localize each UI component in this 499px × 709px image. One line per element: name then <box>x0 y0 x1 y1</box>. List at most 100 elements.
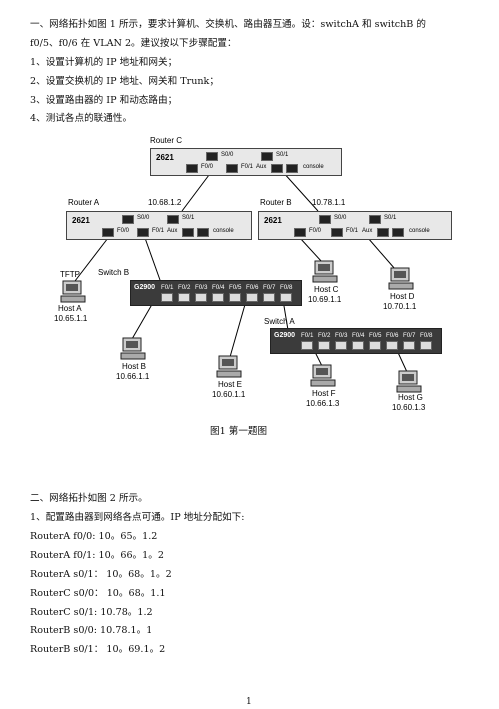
router-b-port-s01: S0/1 <box>384 215 397 221</box>
switch-a-label: Switch A <box>264 317 295 326</box>
host-e-computer-icon <box>216 355 242 378</box>
switch-b: G2900 F0/1 F0/2 F0/3 F0/4 F0/5 F0/6 F0/7… <box>130 280 302 306</box>
switch-b-port-5: F0/5 <box>229 284 242 291</box>
switch-a-port-4: F0/4 <box>352 332 365 339</box>
link-cb-ip: 10.78.1.1 <box>312 198 346 207</box>
host-g-computer-icon <box>396 370 422 393</box>
router-c-port-f01: F0/1 <box>241 164 254 170</box>
switch-b-socket-6 <box>246 293 258 302</box>
host-a-name: Host A <box>58 304 82 313</box>
switch-b-socket-3 <box>195 293 207 302</box>
host-g-ip: 10.60.1.3 <box>392 403 426 412</box>
switch-b-port-8: F0/8 <box>280 284 293 291</box>
switch-a-socket-7 <box>403 341 415 350</box>
router-a-s01-socket <box>167 215 179 224</box>
switch-b-socket-4 <box>212 293 224 302</box>
router-b-port-aux: Aux <box>362 228 373 234</box>
router-a-port-aux: Aux <box>167 228 178 234</box>
host-e-name: Host E <box>218 380 243 389</box>
host-b-name: Host B <box>122 362 147 371</box>
ip-list-item: RouterC s0/0： 10。68。1.1 <box>30 588 166 599</box>
router-a-port-s00: S0/0 <box>137 215 150 221</box>
switch-a-model: G2900 <box>274 332 296 339</box>
host-d-ip: 10.70.1.1 <box>383 302 417 311</box>
switch-a-port-6: F0/6 <box>386 332 399 339</box>
switch-b-port-3: F0/3 <box>195 284 208 291</box>
router-b-port-s00: S0/0 <box>334 215 347 221</box>
ip-list-item: RouterA s0/1： 10。68。1。2 <box>30 569 172 580</box>
switch-a-socket-5 <box>369 341 381 350</box>
switch-b-socket-8 <box>280 293 292 302</box>
host-c-computer-icon <box>312 260 338 283</box>
ip-list-item: RouterA f0/1: 10。66。1。2 <box>30 550 164 561</box>
switch-b-socket-7 <box>263 293 275 302</box>
router-a-port-f01: F0/1 <box>152 228 165 234</box>
host-c-name: Host C <box>314 285 339 294</box>
switch-a-socket-8 <box>420 341 432 350</box>
router-b-f00-socket <box>294 228 306 237</box>
router-c-port-f00: F0/0 <box>201 164 214 170</box>
router-a-port-console: console <box>213 228 234 234</box>
switch-a-socket-2 <box>318 341 330 350</box>
switch-a-socket-1 <box>301 341 313 350</box>
section1-step-2: 2、设置交换机的 IP 地址、网关和 Trunk； <box>30 76 219 87</box>
section2-intro: 二、网络拓扑如图 2 所示。 <box>30 493 148 504</box>
router-b-s00-socket <box>319 215 331 224</box>
switch-b-port-1: F0/1 <box>161 284 174 291</box>
switch-b-port-2: F0/2 <box>178 284 191 291</box>
switch-b-socket-2 <box>178 293 190 302</box>
host-a-computer-icon <box>60 280 86 303</box>
section1-intro-line1: 一、网络拓扑如图 1 所示，要求计算机、交换机、路由器互通。设：switchA … <box>30 19 426 30</box>
host-d-name: Host D <box>390 292 415 301</box>
host-c-ip: 10.69.1.1 <box>308 295 342 304</box>
switch-b-model: G2900 <box>134 284 156 291</box>
switch-a-socket-3 <box>335 341 347 350</box>
router-c-s01-socket <box>261 152 273 161</box>
router-a-label: Router A <box>68 198 100 207</box>
router-b-console-socket <box>392 228 404 237</box>
router-c-aux-socket <box>271 164 283 173</box>
switch-a: G2900 F0/1 F0/2 F0/3 F0/4 F0/5 F0/6 F0/7… <box>270 328 442 354</box>
section1-step-3: 3、设置路由器的 IP 和动态路由； <box>30 95 178 106</box>
switch-a-port-3: F0/3 <box>335 332 348 339</box>
switch-a-port-1: F0/1 <box>301 332 314 339</box>
router-b-port-console: console <box>409 228 430 234</box>
switch-b-socket-5 <box>229 293 241 302</box>
host-d-computer-icon <box>388 267 414 290</box>
ip-list-item: RouterB s0/1： 10。69.1。2 <box>30 644 166 655</box>
section1-step-4: 4、测试各点的联通性。 <box>30 113 133 124</box>
router-c-port-console: console <box>303 164 324 170</box>
switch-b-port-7: F0/7 <box>263 284 276 291</box>
router-c-console-socket <box>286 164 298 173</box>
router-c-f01-socket <box>226 164 238 173</box>
router-b-f01-socket <box>331 228 343 237</box>
switch-a-socket-6 <box>386 341 398 350</box>
link-ac-ip: 10.68.1.2 <box>148 198 182 207</box>
router-c-port-s00: S0/0 <box>221 152 234 158</box>
router-a-f00-socket <box>102 228 114 237</box>
router-c-label: Router C <box>150 136 183 145</box>
switch-b-port-4: F0/4 <box>212 284 225 291</box>
router-c-model: 2621 <box>156 153 174 162</box>
network-topology-figure: Router C 2621 S0/0 S0/1 F0/0 F0/1 Aux co… <box>50 134 460 419</box>
page-number: 1 <box>246 697 252 707</box>
router-a-s00-socket <box>122 215 134 224</box>
switch-a-socket-4 <box>352 341 364 350</box>
ip-list-item: RouterB s0/0: 10.78.1。1 <box>30 625 153 636</box>
host-e-ip: 10.60.1.1 <box>212 390 246 399</box>
router-c-s00-socket <box>206 152 218 161</box>
host-g-name: Host G <box>398 393 423 402</box>
router-a-aux-socket <box>182 228 194 237</box>
switch-a-port-5: F0/5 <box>369 332 382 339</box>
router-c-port-s01: S0/1 <box>276 152 289 158</box>
router-b-aux-socket <box>377 228 389 237</box>
router-a-f01-socket <box>137 228 149 237</box>
ip-list-item: RouterA f0/0: 10。65。1.2 <box>30 531 158 542</box>
switch-a-port-2: F0/2 <box>318 332 331 339</box>
router-b-s01-socket <box>369 215 381 224</box>
host-b-computer-icon <box>120 337 146 360</box>
host-f-name: Host F <box>312 389 336 398</box>
router-b-port-f01: F0/1 <box>346 228 359 234</box>
router-b-model: 2621 <box>264 216 282 225</box>
switch-b-socket-1 <box>161 293 173 302</box>
